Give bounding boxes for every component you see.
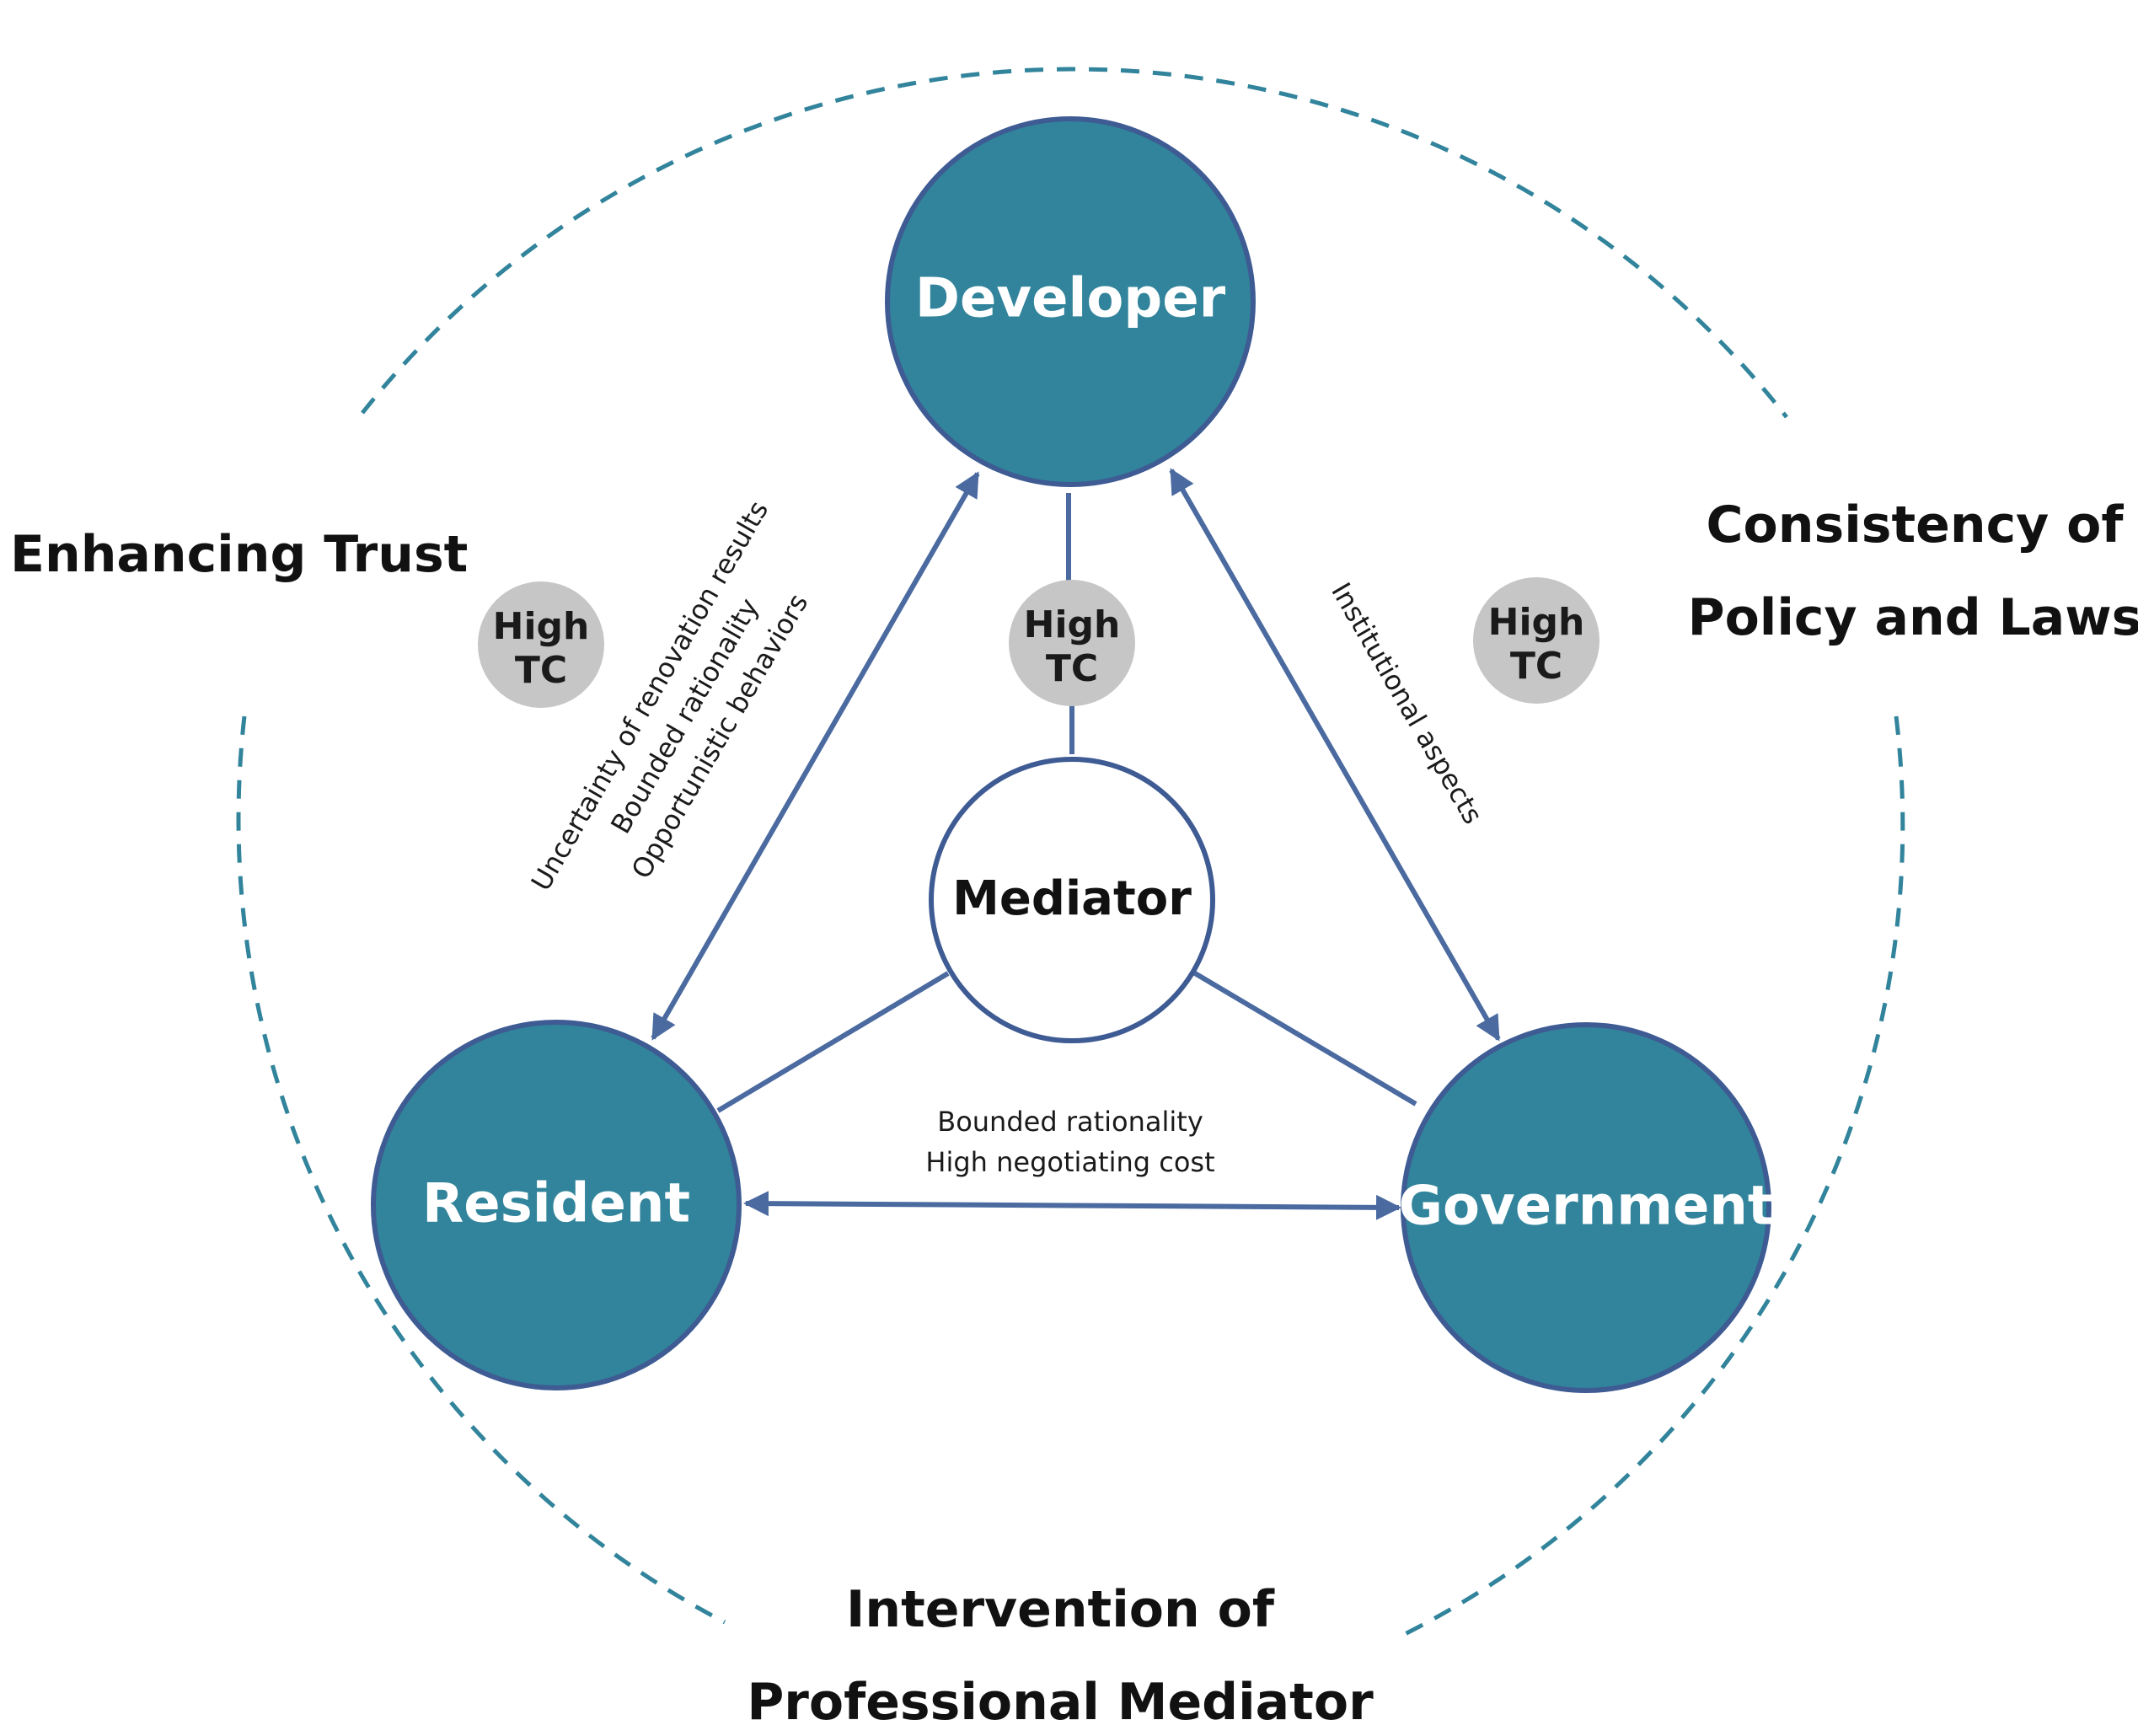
government-label: Government [1399,1176,1774,1238]
high-tc-line2: TC [1510,645,1562,688]
mediator-label: Mediator [952,871,1192,926]
edge-mediator-resident [716,971,950,1113]
developer-government-label-group: Institutional aspects [1325,577,1489,829]
arrow-resident-government [743,1191,1401,1220]
high-tc-line2: TC [515,649,567,692]
government-node: Government [1399,1022,1774,1393]
high-tc-badge-left: High TC [478,581,604,708]
developer-node: Developer [885,116,1256,487]
label-consistency-line2: Policy and Laws [1688,588,2138,647]
dashed-ring-left [236,715,726,1625]
high-tc-line1: High [1024,603,1121,646]
mediator-node: Mediator [929,757,1215,1043]
high-tc-badge-center: High TC [1009,580,1135,706]
label-intervention-line1: Intervention of [846,1580,1275,1639]
dashed-ring-top [361,67,1788,419]
high-tc-badge-right: High TC [1473,577,1599,704]
resident-label: Resident [422,1173,690,1235]
label-enhancing-trust: Enhancing Trust [10,525,468,584]
edge-label-bounded-rationality-bottom: Bounded rationality [937,1106,1203,1138]
arrow-resident-developer [651,471,980,1041]
label-consistency-line1: Consistency of [1707,496,2125,555]
resident-node: Resident [371,1020,742,1390]
high-tc-line2: TC [1046,647,1098,690]
high-tc-line1: High [493,605,590,648]
dashed-ring-right [1393,715,1905,1642]
high-tc-line1: High [1488,601,1585,644]
label-intervention-line2: Professional Mediator [747,1673,1374,1732]
edge-label-negotiating-cost: High negotiating cost [925,1146,1214,1178]
edge-mediator-government [1193,971,1417,1106]
resident-developer-label-group: Uncertainty of renovation results Bounde… [525,496,815,897]
developer-label: Developer [915,268,1226,330]
arrow-developer-government [1169,468,1501,1042]
edge-label-institutional: Institutional aspects [1325,577,1489,829]
